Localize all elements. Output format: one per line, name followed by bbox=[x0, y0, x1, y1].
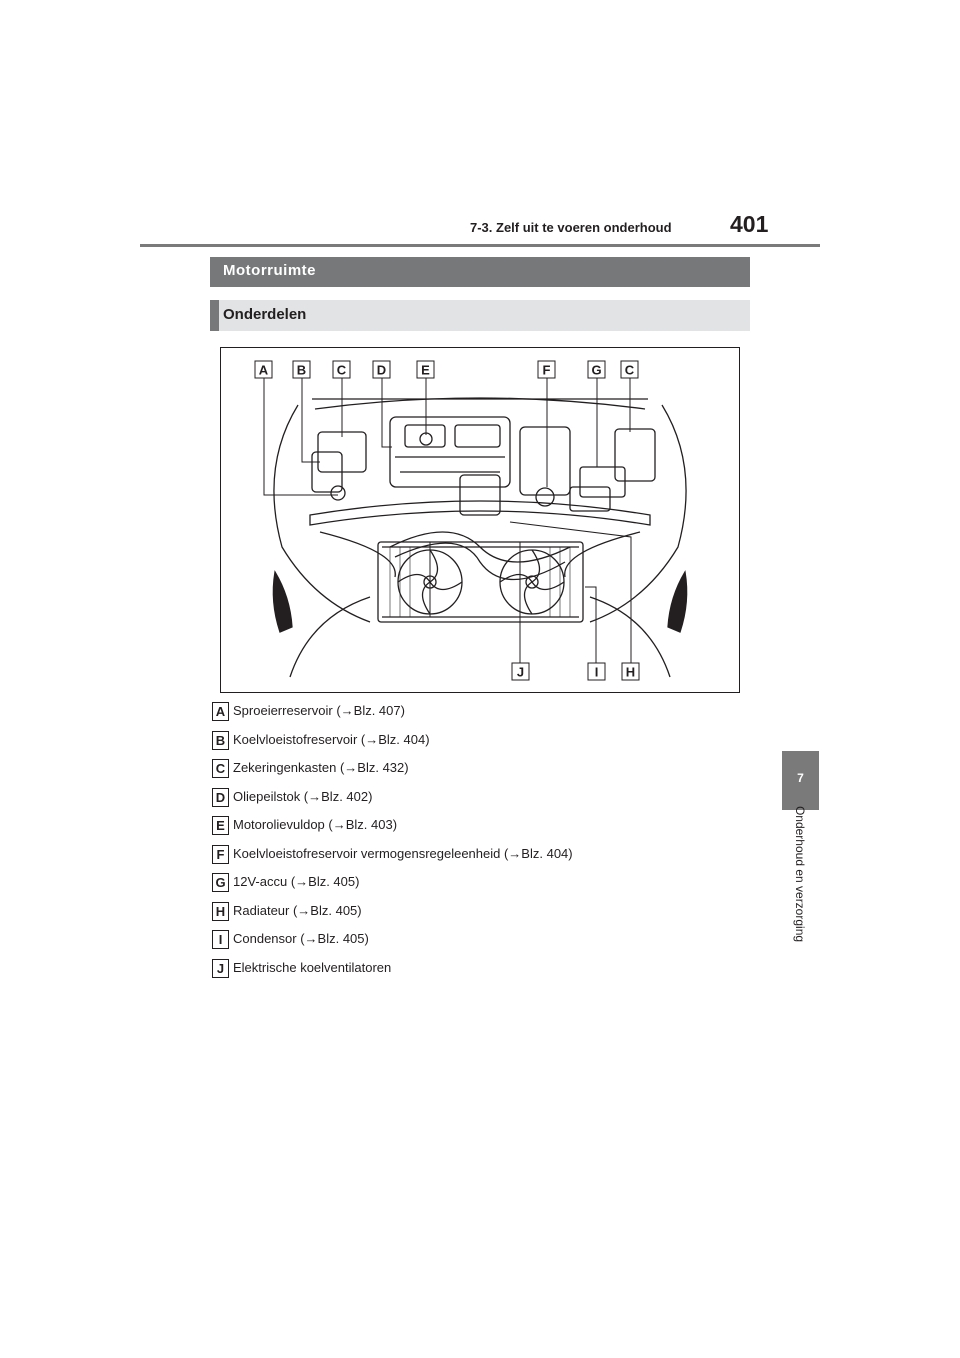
item-letter-box: I bbox=[212, 930, 229, 949]
item-text: Koelvloeistofreservoir (→Blz. 404) bbox=[233, 731, 430, 747]
label-i-text: I bbox=[595, 665, 599, 680]
main-heading: Motorruimte bbox=[223, 262, 316, 279]
item-text: Oliepeilstok (→Blz. 402) bbox=[233, 788, 373, 804]
label-i: I bbox=[587, 662, 606, 681]
label-f-text: F bbox=[543, 363, 551, 378]
item-text: Sproeierreservoir (→Blz. 407) bbox=[233, 703, 405, 718]
label-d: D bbox=[372, 360, 391, 379]
label-f: F bbox=[537, 360, 556, 379]
item-text: 12V-accu (→Blz. 405) bbox=[233, 874, 360, 889]
item-letter-box: F bbox=[212, 844, 229, 864]
item-letter-box: C bbox=[212, 759, 229, 778]
label-c2: C bbox=[620, 360, 639, 379]
item-letter-box: A bbox=[212, 702, 229, 721]
item-letter-box: D bbox=[212, 787, 229, 807]
chapter-number: 7 bbox=[797, 771, 804, 785]
label-a: A bbox=[254, 360, 273, 379]
label-b: B bbox=[292, 360, 311, 379]
label-c1-text: C bbox=[337, 363, 347, 378]
label-g: G bbox=[587, 360, 606, 379]
sub-heading-accent bbox=[210, 300, 219, 331]
item-text: Elektrische koelventilatoren bbox=[233, 959, 392, 975]
top-labels: A B C D E F G C bbox=[254, 360, 639, 379]
item-letter-box: J bbox=[212, 958, 229, 978]
label-g-text: G bbox=[591, 363, 601, 378]
label-e-text: E bbox=[421, 363, 430, 378]
engine-bay-illustration: A B C D E F G C J I H bbox=[220, 347, 740, 693]
engine-drawing bbox=[272, 397, 688, 678]
label-j-text: J bbox=[517, 665, 524, 680]
item-text: Motorolievuldop (→Blz. 403) bbox=[233, 817, 398, 832]
label-h-text: H bbox=[626, 665, 635, 680]
label-b-text: B bbox=[297, 363, 306, 378]
label-e: E bbox=[416, 360, 435, 379]
label-j: J bbox=[511, 662, 530, 681]
label-c1: C bbox=[332, 360, 351, 379]
item-letter-box: G bbox=[212, 873, 229, 892]
sub-heading-bar: Onderdelen bbox=[210, 300, 750, 331]
section-title: 7-3. Zelf uit te voeren onderhoud bbox=[470, 220, 672, 235]
item-letter-box: E bbox=[212, 816, 229, 835]
label-a-text: A bbox=[259, 363, 269, 378]
item-text: Koelvloeistofreservoir vermogensregeleen… bbox=[233, 845, 573, 861]
page-number: 401 bbox=[730, 211, 769, 237]
item-text: Condensor (→Blz. 405) bbox=[233, 931, 369, 946]
label-c2-text: C bbox=[625, 363, 635, 378]
header-rule bbox=[140, 244, 820, 247]
item-letter-box: H bbox=[212, 901, 229, 921]
label-h: H bbox=[621, 662, 640, 681]
label-d-text: D bbox=[377, 363, 386, 378]
chapter-title: Onderhoud en verzorging bbox=[793, 805, 807, 943]
leader-lines bbox=[263, 377, 632, 663]
main-heading-bar: Motorruimte bbox=[210, 257, 750, 287]
sub-heading: Onderdelen bbox=[223, 306, 307, 323]
chapter-tab bbox=[782, 751, 819, 810]
bottom-labels: J I H bbox=[511, 662, 640, 681]
item-text: Radiateur (→Blz. 405) bbox=[233, 902, 362, 918]
item-text: Zekeringenkasten (→Blz. 432) bbox=[233, 760, 409, 775]
item-letter-box: B bbox=[212, 730, 229, 750]
